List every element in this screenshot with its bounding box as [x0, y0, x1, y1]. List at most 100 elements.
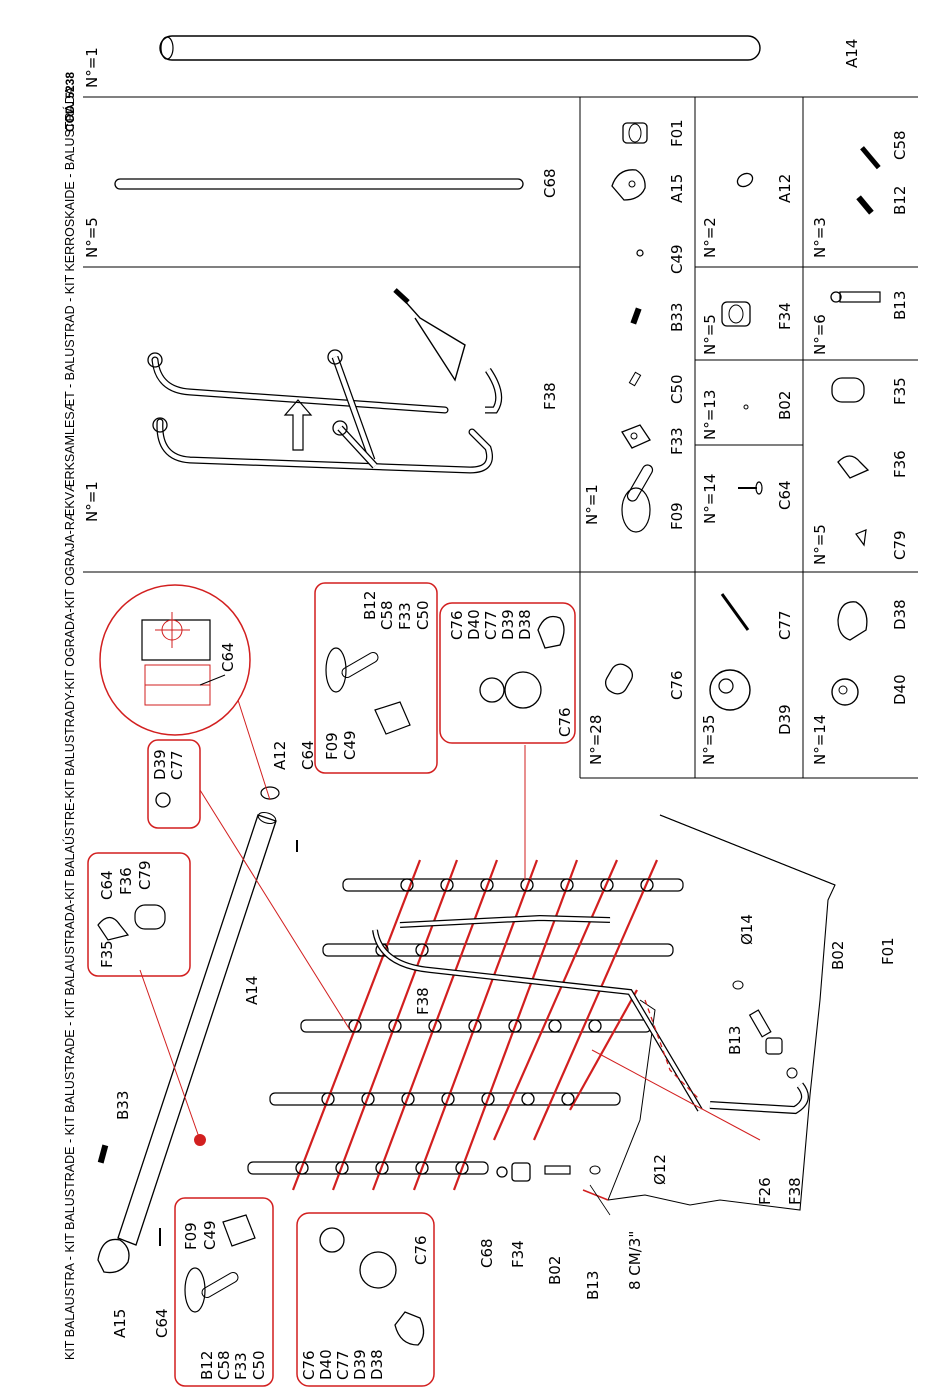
header-title: KIT BALAUSTRA - KIT BALUSTRADE - KIT BAL…	[62, 86, 77, 1360]
fittings	[295, 878, 654, 1175]
detail-top-b12: B12	[361, 591, 379, 620]
callout-a14: A14	[243, 976, 261, 1005]
code-f01: F01	[668, 119, 686, 147]
measure-label: 8 CM/3"	[626, 1231, 644, 1290]
code-d39: D39	[776, 704, 794, 735]
callout-f35: F35	[98, 940, 116, 968]
code-f38: F38	[541, 382, 559, 410]
detail-top2-d39: D39	[499, 609, 517, 640]
small-parts-col1: N°=1 F09 F33 C50 B33 C49 A15 F01	[583, 119, 686, 533]
qty-a14: N°=1	[83, 47, 101, 88]
code-c64: C64	[776, 480, 794, 510]
code-c58: C58	[891, 130, 909, 160]
detail-top-f33: F33	[396, 602, 414, 630]
code-f35: F35	[891, 377, 909, 405]
code-f33: F33	[668, 427, 686, 455]
code-a12: A12	[776, 174, 794, 203]
code-b12: B12	[891, 186, 909, 215]
detail-bottom-c58: C58	[215, 1350, 233, 1380]
detail-top-c49: C49	[341, 730, 359, 760]
qty-f34: N°=5	[701, 314, 719, 355]
qty-c64: N°=14	[701, 474, 719, 524]
code-c68: C68	[541, 168, 559, 198]
detail-d39	[147, 739, 201, 829]
detail-top2-c77: C77	[482, 610, 500, 640]
detail-bottom2-d40: D40	[317, 1349, 335, 1380]
code-a15: A15	[668, 174, 686, 203]
code-a14: A14	[843, 39, 861, 68]
bottom-parts: N°=28 C76 N°=35 D39 C77 N°=14 D40 D38	[587, 593, 909, 765]
callout-c64-3: C64	[98, 870, 116, 900]
callout-c64: C64	[153, 1308, 171, 1338]
callout-f36: F36	[117, 867, 135, 895]
qty-c68: N°=5	[83, 217, 101, 258]
qty-a12: N°=2	[701, 217, 719, 258]
detail-fitting-bottom: C76 D40 C77 D39 D38 C76	[296, 1212, 435, 1387]
callout-f38-2: F38	[786, 1177, 804, 1205]
detail-bottom-f09: F09	[182, 1222, 200, 1250]
small-parts-col3: N°=3 B12 C58 N°=6 B13 N°=5 C79 F36 F35	[811, 130, 909, 565]
code-c49: C49	[668, 244, 686, 274]
detail-bottom-c50: C50	[250, 1350, 268, 1380]
callout-b13-2: B13	[726, 1026, 744, 1055]
detail-f09-top: F09 B12 C58 F33 C50 C49	[314, 582, 438, 774]
detail-circle: C64	[99, 584, 251, 736]
code-f09: F09	[668, 502, 686, 530]
callout-c64-2: C64	[299, 740, 317, 770]
detail-handrail-end	[87, 852, 191, 977]
detail-bottom-f33: F33	[232, 1352, 250, 1380]
header-strip: KIT BALAUSTRA - KIT BALUSTRADE - KIT BAL…	[62, 72, 77, 1360]
small-parts-col2: N°=2 A12 N°=14 C64 N°=13 B02 N°=5 F34	[701, 172, 794, 524]
detail-bottom2-c76: C76	[300, 1350, 318, 1380]
callout-b02: B02	[546, 1256, 564, 1285]
code-c50: C50	[668, 374, 686, 404]
code-c79: C79	[891, 530, 909, 560]
detail-bottom2-d39: D39	[351, 1349, 369, 1380]
callout-a12: A12	[271, 741, 289, 770]
callout-f38: F38	[414, 987, 432, 1015]
code-f36: F36	[891, 450, 909, 478]
detail-top-c58: C58	[378, 600, 396, 630]
callout-c79: C79	[136, 860, 154, 890]
callout-a15: A15	[111, 1309, 129, 1338]
detail-bottom2-c76b: C76	[412, 1235, 430, 1265]
code-d38: D38	[891, 599, 909, 630]
product-code: COD. 5238	[63, 72, 77, 132]
detail-top2-d38: D38	[516, 609, 534, 640]
part-a14-box: N°=1 A14	[83, 35, 861, 88]
detail-top2-d40: D40	[465, 609, 483, 640]
code-c76: C76	[668, 670, 686, 700]
qty-c76: N°=28	[587, 715, 605, 765]
code-f34: F34	[776, 302, 794, 330]
qty-b13: N°=6	[811, 314, 829, 355]
code-d40: D40	[891, 674, 909, 705]
part-f38-box: N°=1 F38	[83, 288, 559, 522]
qty-b12: N°=3	[811, 217, 829, 258]
balusters	[291, 859, 659, 1191]
detail-top2-c76: C76	[448, 610, 466, 640]
detail-top-c50: C50	[414, 600, 432, 630]
qty-col1: N°=1	[583, 484, 601, 525]
qty-d39: N°=35	[700, 715, 718, 765]
callout-b02-2: B02	[829, 941, 847, 970]
detail-bottom2-d38: D38	[368, 1349, 386, 1380]
callout-f26: F26	[756, 1177, 774, 1205]
part-c68-box: N°=5 C68	[83, 168, 559, 258]
detail-f09-bottom: F09 C49 B12 C58 F33 C50	[174, 1197, 274, 1387]
code-b33: B33	[668, 303, 686, 332]
code-c77: C77	[776, 610, 794, 640]
callout-b13: B13	[584, 1271, 602, 1300]
callout-f34: F34	[509, 1240, 527, 1268]
qty-f38: N°=1	[83, 481, 101, 522]
detail-bottom-c49: C49	[201, 1220, 219, 1250]
qty-c79: N°=5	[811, 524, 829, 565]
callout-d39: D39	[151, 749, 169, 780]
detail-top-f09: F09	[323, 732, 341, 760]
callout-f01: F01	[879, 937, 897, 965]
detail-fitting-top: C76 D40 C77 D39 D38 C76	[439, 602, 576, 744]
callout-c77: C77	[168, 750, 186, 780]
detail-bottom2-c77: C77	[334, 1350, 352, 1380]
qty-b02: N°=13	[701, 390, 719, 440]
detail-top2-c76b: C76	[556, 707, 574, 737]
